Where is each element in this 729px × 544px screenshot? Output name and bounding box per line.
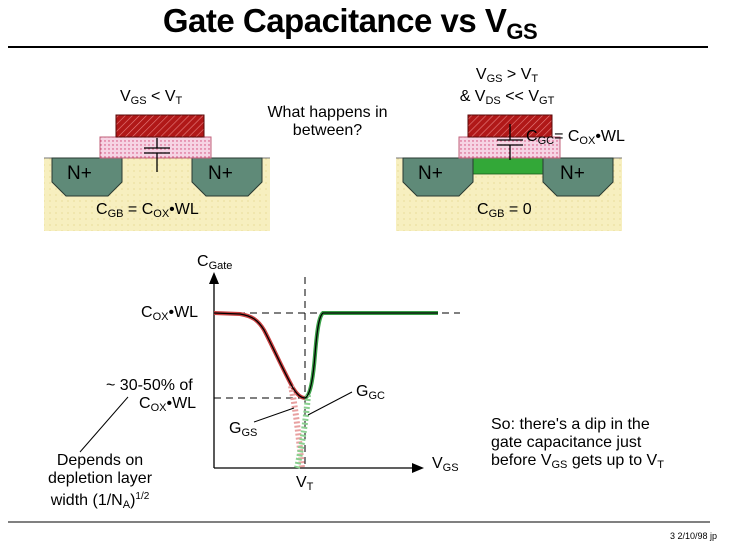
ggc-leader: [307, 391, 353, 416]
left-cgb-label: CGB = COX•WL: [96, 201, 199, 220]
right-source-label: N+: [418, 163, 443, 184]
title-rule: [8, 46, 708, 48]
left-condition-label: VGS < VT: [120, 88, 183, 107]
x-axis-arrow: [412, 463, 424, 473]
depends-leader: [79, 396, 129, 453]
page-title: Gate Capacitance vs VGS: [162, 2, 538, 44]
right-cgb-label: CGB = 0: [477, 201, 532, 220]
right-mosfet: [396, 114, 622, 231]
footer-date: 3 2/10/98 jp: [669, 531, 717, 541]
depletion-note: Depends on depletion layer width (1/NA)1…: [47, 452, 153, 511]
y-axis-arrow: [209, 272, 219, 284]
dip-note: So: there's a dip in the gate capacitanc…: [491, 416, 664, 471]
cox-label: COX•WL: [141, 304, 199, 323]
ggc-label: GGC: [356, 383, 385, 402]
left-source-label: N+: [67, 163, 92, 184]
right-cgc-label: CGC= COX•WL: [526, 128, 625, 147]
right-capacitor-symbol: [497, 124, 523, 160]
ggs-label: GGS: [229, 420, 258, 439]
ggs-leader: [253, 407, 295, 423]
x-axis-label: VGS: [432, 455, 459, 474]
percent-label-line2: COX•WL: [139, 395, 197, 414]
right-channel: [469, 157, 547, 175]
left-capacitor-symbol: [144, 138, 170, 172]
percent-label-line1: ~ 30-50% of: [106, 377, 193, 394]
vt-label: VT: [296, 474, 314, 493]
left-drain-label: N+: [208, 163, 233, 184]
ggc-rise: [294, 394, 311, 469]
left-mosfet: [44, 114, 270, 231]
right-condition-label: VGS > VT & VDS << VGT: [459, 66, 555, 107]
cgate-curve: [213, 312, 438, 399]
left-gate: [115, 114, 205, 138]
right-drain-label: N+: [560, 163, 585, 184]
left-drain-nplus: [191, 157, 263, 197]
right-drain-nplus: [542, 157, 614, 197]
y-axis-label: CGate: [197, 253, 233, 272]
cgate-graph: [79, 272, 460, 473]
